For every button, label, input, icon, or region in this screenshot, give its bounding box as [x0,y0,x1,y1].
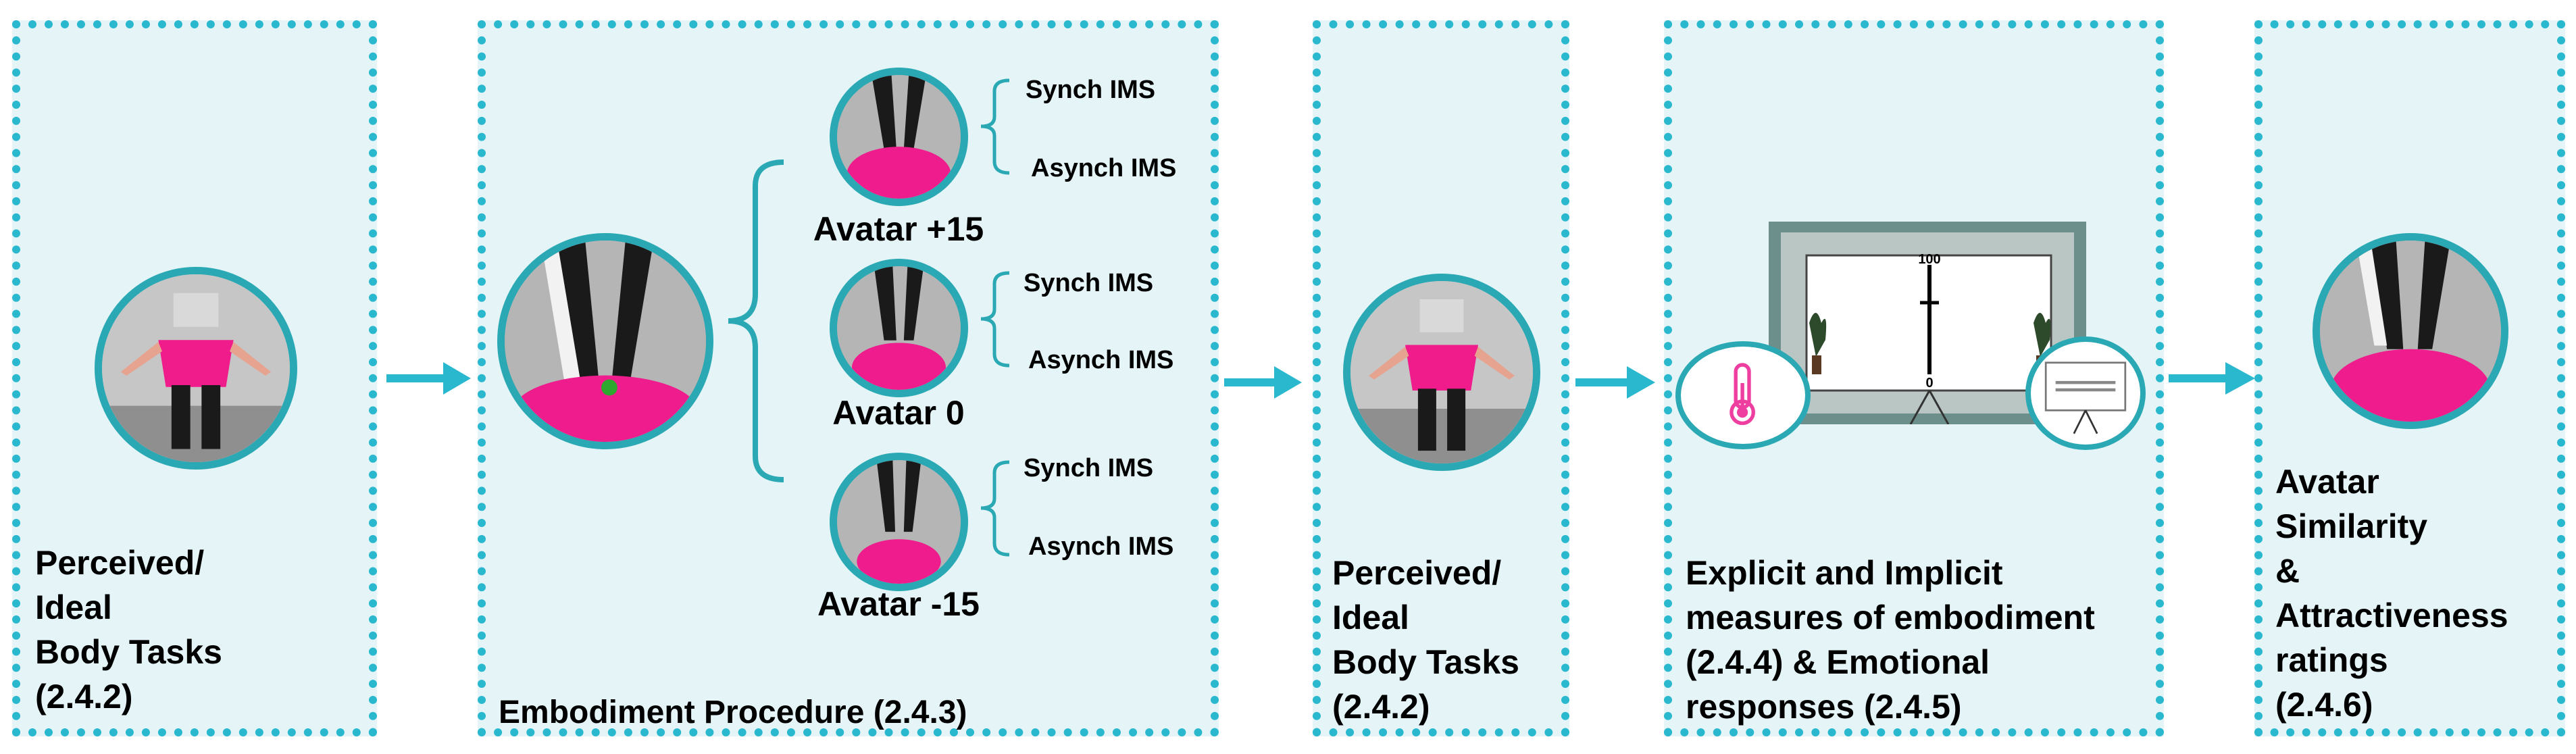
brace-icon [980,78,1010,175]
scale-top-label: 100 [1918,252,1940,267]
panel-1-line: Perceived/ [35,544,205,582]
panel-5-line: ratings [2275,641,2388,679]
panel-4-line: measures of embodiment [1686,599,2095,636]
avatar-0-circle [830,259,968,397]
arrow-right-icon [2169,362,2255,395]
brace-icon [728,159,784,482]
arrow-right-icon [1224,366,1302,399]
panel-5-line: Avatar [2275,463,2379,501]
legs-view-icon [497,233,713,449]
rating-screen-icon: 100 0 [1769,222,2086,424]
avatar-plus15-asynch: Asynch IMS [1031,154,1177,182]
panel-5-line: Attractiveness [2275,597,2508,634]
panel-1-text: Perceived/ Ideal Body Tasks (2.4.2) [35,541,222,719]
panel-4-line: Explicit and Implicit [1686,554,2003,592]
panel-5-line: Similarity [2275,507,2428,545]
thermometer-icon [1675,341,1811,449]
arrow-right-icon [386,362,471,395]
avatar-plus15-circle [830,68,968,206]
avatar-minus15-circle [830,453,968,591]
panel-1-line: Body Tasks [35,633,222,671]
panel-4-line: responses (2.4.5) [1686,688,1962,726]
avatar-0-label: Avatar 0 [832,394,965,432]
scale-bottom-label: 0 [1925,376,1933,391]
avatar-0-synch: Synch IMS [1024,269,1154,297]
legs-view-icon [2313,233,2508,429]
person-standing-icon [1343,274,1540,471]
avatar-plus15-label: Avatar +15 [813,210,984,248]
panel-3-line: Ideal [1332,599,1409,636]
panel-3-line: Body Tasks [1332,643,1519,681]
avatar-minus15-synch: Synch IMS [1024,454,1154,482]
avatar-plus15-synch: Synch IMS [1026,76,1156,104]
avatar-minus15-label: Avatar -15 [817,585,980,623]
panel-4-text: Explicit and Implicit measures of embodi… [1686,551,2095,729]
panel-2-title: Embodiment Procedure (2.4.3) [499,695,967,730]
panel-3-text: Perceived/ Ideal Body Tasks (2.4.2) [1332,551,1519,729]
panel-5-line: (2.4.6) [2275,686,2373,724]
panel-1-line: (2.4.2) [35,678,133,715]
panel-5-text: Avatar Similarity & Attractiveness ratin… [2275,459,2508,727]
question-screen-icon [2025,336,2146,450]
avatar-0-asynch: Asynch IMS [1028,346,1174,374]
panel-4-line: (2.4.4) & Emotional [1686,643,1990,681]
brace-icon [980,460,1010,557]
panel-1-line: Ideal [35,588,112,626]
avatar-minus15-asynch: Asynch IMS [1028,532,1174,561]
panel-3-line: Perceived/ [1332,554,1502,592]
person-standing-icon [95,267,297,470]
panel-5-line: & [2275,552,2300,590]
brace-icon [980,271,1010,368]
panel-3-line: (2.4.2) [1332,688,1430,726]
arrow-right-icon [1575,366,1655,399]
